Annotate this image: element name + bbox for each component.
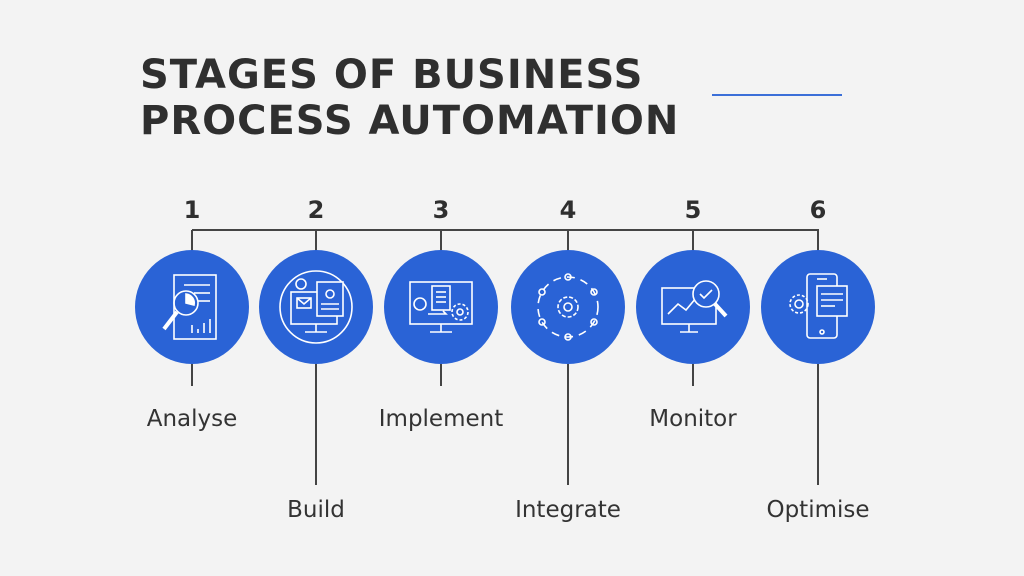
stage-label: Analyse — [146, 406, 238, 432]
stage-circle — [636, 250, 750, 364]
stage-circle — [135, 250, 249, 364]
connector — [817, 364, 819, 485]
connector — [440, 230, 442, 255]
connector — [692, 230, 694, 255]
stage-number: 2 — [307, 196, 325, 224]
stage-label: Integrate — [515, 497, 621, 523]
mobile-gear-icon — [789, 273, 848, 339]
connector — [567, 364, 569, 485]
stage-circle — [511, 250, 625, 364]
monitor-chart-magnifier-icon — [661, 280, 728, 333]
stage-label: Optimise — [766, 497, 870, 523]
connector — [191, 230, 193, 255]
connector — [315, 230, 317, 255]
stage-number: 5 — [684, 196, 702, 224]
stage-circle — [384, 250, 498, 364]
stage-number: 1 — [183, 196, 201, 224]
connector — [817, 230, 819, 255]
stage-number: 4 — [559, 196, 577, 224]
connector — [692, 364, 694, 386]
monitor-build-icon — [279, 270, 353, 344]
gear-network-icon — [537, 273, 599, 341]
title-line-1: STAGES OF BUSINESS — [140, 52, 644, 98]
stage-number: 6 — [809, 196, 827, 224]
connector — [440, 364, 442, 386]
timeline-line — [192, 229, 819, 231]
stage-label: Build — [287, 497, 345, 523]
stage-label: Monitor — [649, 406, 737, 432]
stage-number: 3 — [432, 196, 450, 224]
stage-label: Implement — [378, 406, 504, 432]
connector — [315, 364, 317, 485]
monitor-gear-idea-icon — [409, 281, 473, 333]
report-magnifier-icon — [162, 274, 217, 340]
connector — [567, 230, 569, 255]
accent-line — [712, 94, 842, 96]
stage-circle — [761, 250, 875, 364]
stage-circle — [259, 250, 373, 364]
title-line-2: PROCESS AUTOMATION — [140, 98, 680, 144]
connector — [191, 364, 193, 386]
